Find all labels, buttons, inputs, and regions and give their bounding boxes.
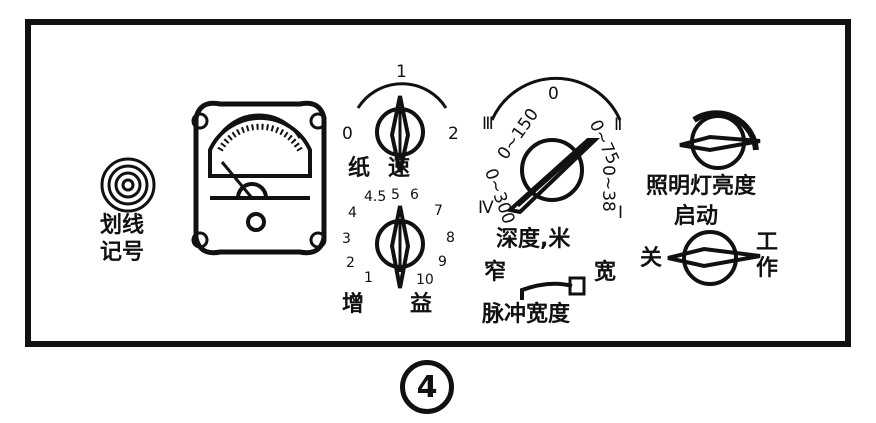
paper-speed-tick-2: 2: [448, 124, 459, 144]
meter: [191, 100, 327, 256]
gain-tick-9: 9: [438, 254, 447, 270]
gain-tick-2: 2: [346, 255, 355, 271]
gain-knob[interactable]: [375, 205, 425, 289]
gain-tick-5: 5: [391, 187, 400, 203]
start-label: 启动: [674, 204, 719, 229]
figure-number-badge: 4: [400, 360, 454, 414]
gain-tick-4: 4: [348, 205, 357, 221]
pulse-narrow-label: 窄: [484, 260, 507, 285]
marker-knob[interactable]: [100, 157, 156, 213]
range-tick-0: 0: [548, 84, 559, 104]
range-mark-iii: Ⅲ: [482, 114, 494, 134]
paper-speed-tick-1: 1: [396, 62, 407, 82]
panel-frame: [25, 19, 851, 347]
gain-tick-7: 7: [434, 203, 443, 219]
gain-tick-6: 6: [410, 187, 419, 203]
marker-label-line2: 记号: [100, 240, 145, 265]
light-brightness-label: 照明灯亮度: [646, 174, 757, 199]
work-label-top: 工: [756, 230, 779, 255]
paper-speed-knob[interactable]: [356, 82, 448, 173]
meter-needle: [220, 161, 254, 199]
screw-icon: [309, 231, 327, 249]
off-label: 关: [640, 246, 663, 271]
paper-speed-tick-0: 0: [342, 124, 353, 144]
pulse-wide-label: 宽: [594, 260, 617, 285]
light-brightness-knob[interactable]: [679, 110, 761, 170]
range-knob[interactable]: [490, 76, 622, 215]
range-mark-i: Ⅰ: [618, 203, 624, 223]
screw-icon: [191, 112, 209, 130]
gain-label-left: 增: [342, 292, 365, 317]
screw-icon: [309, 112, 327, 130]
range-tick-0-38: 0~38: [597, 165, 618, 212]
range-mark-iv: Ⅳ: [478, 198, 494, 218]
gain-tick-4-5: 4.5: [364, 189, 387, 205]
work-label-bottom: 作: [756, 256, 779, 281]
gain-tick-8: 8: [446, 230, 455, 246]
depth-label: 深度,米: [496, 227, 571, 252]
gain-tick-10: 10: [416, 272, 434, 288]
paper-speed-label: 纸速: [348, 156, 429, 181]
screw-icon: [191, 231, 209, 249]
power-switch-knob[interactable]: [667, 230, 761, 286]
meter-scale: [217, 123, 303, 152]
marker-label-line1: 划线: [100, 213, 145, 238]
pulse-width-label: 脉冲宽度: [482, 302, 571, 327]
pulse-width-switch[interactable]: [520, 276, 586, 300]
gain-tick-3: 3: [342, 231, 351, 247]
gain-label-right: 益: [410, 292, 433, 317]
gain-tick-1: 1: [364, 270, 373, 286]
range-mark-ii: Ⅱ: [614, 115, 623, 135]
